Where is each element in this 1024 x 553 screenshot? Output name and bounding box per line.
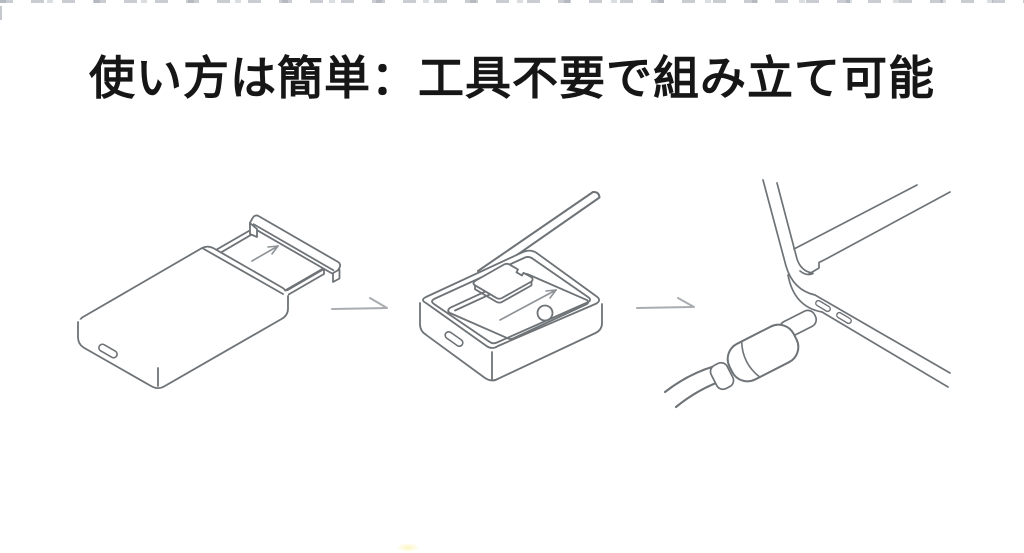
- step-1-enclosure-slide-illustration: [77, 214, 342, 390]
- usb-c-port-icon: [98, 343, 118, 359]
- step-2-card-insert-illustration: [419, 190, 603, 382]
- usb-c-plug-body: [726, 323, 800, 383]
- screw-hole-icon: [536, 304, 554, 322]
- top-edge-artifact: [0, 0, 1024, 3]
- enclosure-body: [77, 245, 289, 390]
- card-insert-drawing: [419, 190, 603, 382]
- laptop-connect-drawing: [663, 179, 951, 409]
- memory-card-icon: [472, 262, 534, 304]
- right-arrow-icon: [636, 297, 695, 309]
- usb-c-cable-icon: [663, 309, 818, 409]
- page-title: 使い方は簡単：工具不要で組み立て可能: [89, 52, 935, 104]
- enclosure-tray: [419, 249, 603, 382]
- bottom-artifact: [396, 543, 420, 552]
- enclosure-slide-drawing: [77, 214, 342, 390]
- right-arrow-icon: [331, 297, 388, 310]
- slide-direction-arrow-icon: [251, 245, 279, 262]
- removed-cover-edge: [477, 190, 601, 279]
- usb-c-port-icon: [444, 330, 464, 348]
- laptop-usb-c-port-icon: [836, 311, 852, 325]
- step-3-connect-laptop-illustration: [663, 179, 951, 409]
- left-edge-artifact: [0, 6, 2, 20]
- laptop-icon: [762, 179, 951, 388]
- insert-direction-arrow-icon: [499, 289, 557, 321]
- laptop-usb-c-port-icon: [815, 299, 831, 313]
